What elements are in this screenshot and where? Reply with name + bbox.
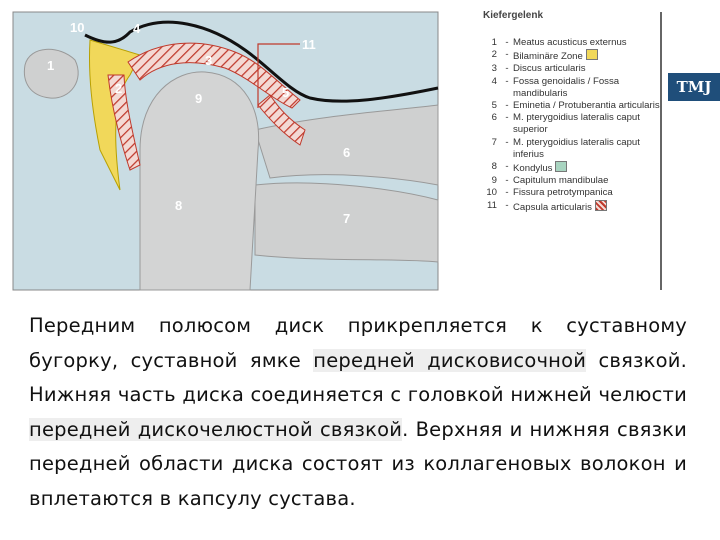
swatch-green	[555, 161, 568, 173]
label-4: 4	[133, 21, 141, 36]
tmj-anatomy-illustration: 1 2 3 4 5 6 7 8 9 10 11	[12, 11, 439, 291]
tmj-diagram: 1 2 3 4 5 6 7 8 9 10 11 Kiefergelenk 1-M…	[12, 10, 720, 291]
label-5: 5	[282, 85, 289, 100]
legend: Kiefergelenk 1-Meatus acusticus externus…	[483, 10, 663, 214]
highlight-anterior-discomandibular: передней дискочелюстной связкой	[29, 417, 403, 441]
label-1: 1	[47, 58, 54, 73]
capsula-anterior	[257, 94, 306, 146]
label-2: 2	[115, 81, 122, 96]
legend-item: 4-Fossa genoidalis / Fossa mandibularis	[491, 75, 620, 99]
discus-articularis	[127, 42, 301, 109]
highlight-anterior-discotemporal: передней дисковисочной	[313, 348, 587, 372]
swatch-yellow	[585, 49, 598, 61]
muscle-superior-head	[254, 104, 439, 186]
muscle-inferior-head	[254, 182, 439, 263]
legend-item: 1-Meatus acusticus externus	[491, 37, 627, 48]
meatus-acusticus	[23, 48, 79, 99]
leader-11	[257, 43, 300, 108]
label-6: 6	[343, 145, 350, 160]
condyle	[139, 71, 260, 291]
tmj-badge: TMJ	[668, 73, 720, 101]
capsula-posterior	[107, 74, 141, 171]
fossa-eminence-outline	[84, 20, 439, 103]
legend-item: 5-Eminetia / Protuberantia articularis	[491, 100, 660, 112]
legend-item: 11-Capsula articularis	[483, 199, 663, 214]
label-8: 8	[175, 198, 182, 213]
legend-item: 10-Fissura petrotympanica	[486, 187, 613, 199]
body-paragraph: Передним полюсом диск прикрепляется к су…	[29, 314, 687, 510]
legend-item: 2-Bilaminäre Zone	[483, 49, 663, 63]
legend-item: 3-Discus articularis	[491, 63, 586, 75]
swatch-hatch	[594, 199, 607, 211]
legend-title: Kiefergelenk	[483, 10, 544, 21]
label-3: 3	[205, 53, 212, 68]
legend-item: 8-Kondylus	[483, 161, 663, 175]
label-10: 10	[70, 20, 84, 35]
divider	[660, 12, 662, 290]
legend-item: 9-Capitulum mandibulae	[491, 175, 609, 187]
label-9: 9	[195, 91, 202, 106]
legend-item: 7-M. pterygoidius lateralis caput inferi…	[491, 136, 640, 160]
label-7: 7	[343, 211, 350, 226]
legend-item: 6-M. pterygoidius lateralis caput superi…	[491, 112, 640, 136]
label-11: 11	[302, 37, 316, 52]
